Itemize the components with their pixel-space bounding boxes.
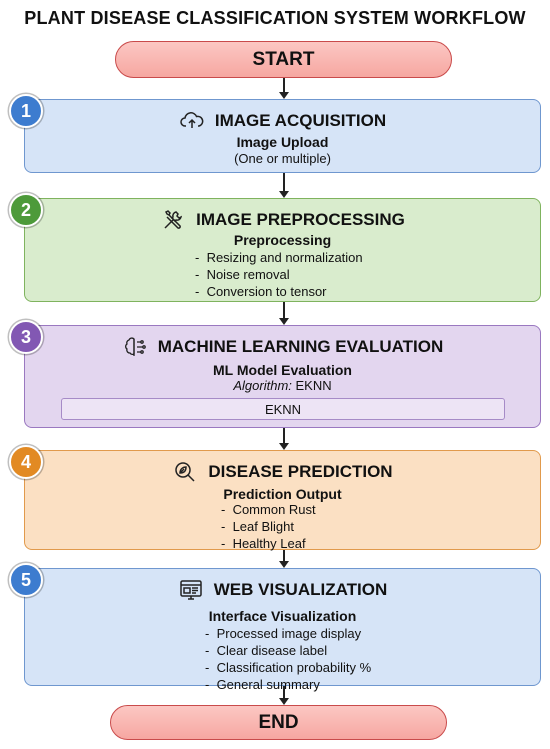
list-item: Resizing and normalization xyxy=(195,249,363,266)
list-item: Processed image display xyxy=(205,625,371,642)
stage-machine-learning-evaluation: 3 MACHINE LEARNING EVALUATION ML Model E… xyxy=(9,320,541,428)
stage-web-visualization: 5 WEB VISUALIZATION Interface Visualizat… xyxy=(9,563,541,692)
stage-subtitle: Preprocessing xyxy=(233,232,332,248)
stage-header: DISEASE PREDICTION xyxy=(25,459,540,485)
arrow-stage3-to-stage4 xyxy=(279,428,289,450)
web-window-icon xyxy=(180,580,202,600)
stage-image-acquisition: 1 IMAGE ACQUISITION Image Upload (One or… xyxy=(9,94,541,173)
stage-image-preprocessing: 2 IMAGE PREPROCESSING Preprocessing Resi… xyxy=(9,193,541,302)
stage-note: (One or multiple) xyxy=(234,151,331,166)
arrow-stage5-to-end xyxy=(279,686,289,705)
algorithm-box: EKNN xyxy=(61,398,505,420)
algorithm-label: Algorithm: xyxy=(233,378,292,393)
list-item: Leaf Blight xyxy=(221,518,316,535)
stage-item-list: Resizing and normalization Noise removal… xyxy=(195,249,363,300)
stage-number-badge: 4 xyxy=(9,445,43,479)
list-item: General summary xyxy=(205,676,371,693)
algorithm-line: Algorithm: EKNN xyxy=(25,378,540,394)
leaf-magnifier-icon xyxy=(175,462,195,482)
stage-subtitle: Interface Visualization xyxy=(208,608,357,624)
list-item: Classification probability % xyxy=(205,659,372,676)
stage-number-badge: 5 xyxy=(9,563,43,597)
stage-title: DISEASE PREDICTION xyxy=(208,462,393,481)
diagram-title: PLANT DISEASE CLASSIFICATION SYSTEM WORK… xyxy=(24,8,526,28)
arrow-stage1-to-stage2 xyxy=(279,173,289,198)
stage-number-badge: 2 xyxy=(9,193,43,227)
start-node: START xyxy=(115,41,452,78)
stage-item-list: Processed image display Clear disease la… xyxy=(205,625,372,693)
stage-number-badge: 1 xyxy=(9,94,43,128)
stage-subtitle: Image Upload xyxy=(236,134,329,150)
cloud-upload-icon xyxy=(180,112,204,128)
list-item: Common Rust xyxy=(221,501,316,518)
stage-title: WEB VISUALIZATION xyxy=(213,580,388,599)
wrench-screwdriver-icon xyxy=(164,210,183,229)
arrow-stage2-to-stage3 xyxy=(279,302,289,325)
stage-disease-prediction: 4 DISEASE PREDICTION Prediction Output C… xyxy=(9,445,541,552)
stage-title: MACHINE LEARNING EVALUATION xyxy=(157,337,444,356)
end-node: END xyxy=(110,705,447,740)
stage-number-badge: 3 xyxy=(9,320,43,354)
stage-title: IMAGE ACQUISITION xyxy=(214,111,387,130)
list-item: Noise removal xyxy=(195,266,363,283)
stage-header: IMAGE PREPROCESSING xyxy=(25,207,540,233)
stage-header: IMAGE ACQUISITION xyxy=(25,108,540,134)
brain-circuit-icon xyxy=(124,337,146,356)
arrow-stage4-to-stage5 xyxy=(279,550,289,568)
stage-header: MACHINE LEARNING EVALUATION xyxy=(25,334,540,360)
stage-subtitle: Prediction Output xyxy=(223,486,342,502)
list-item: Healthy Leaf xyxy=(221,535,316,552)
arrow-start-to-stage1 xyxy=(279,78,289,99)
list-item: Clear disease label xyxy=(205,642,371,659)
stage-item-list: Common Rust Leaf Blight Healthy Leaf xyxy=(221,501,316,552)
stage-header: WEB VISUALIZATION xyxy=(25,577,540,603)
algorithm-value: EKNN xyxy=(295,378,332,393)
list-item: Conversion to tensor xyxy=(195,283,363,300)
stage-title: IMAGE PREPROCESSING xyxy=(196,210,405,229)
stage-subtitle: ML Model Evaluation xyxy=(213,362,352,378)
